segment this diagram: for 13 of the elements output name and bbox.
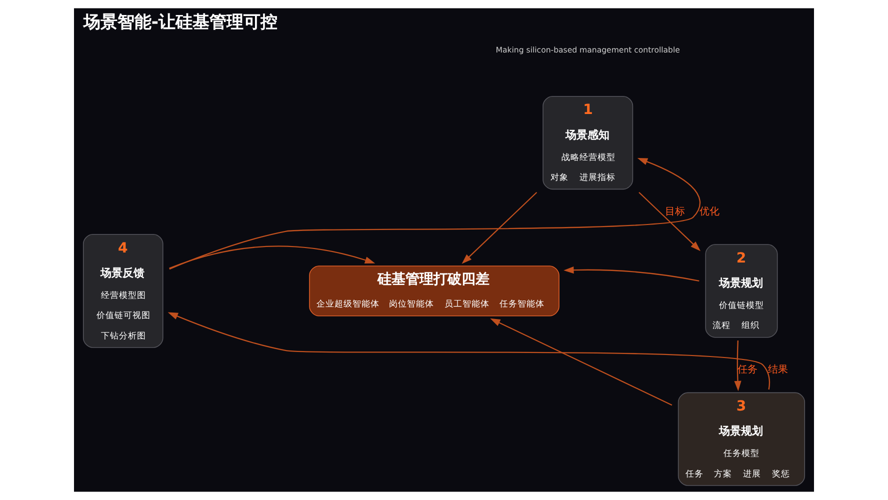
diagram-title: 场景智能-让硅基管理可控 xyxy=(83,12,278,32)
arrow xyxy=(564,266,700,282)
arrow xyxy=(490,318,672,406)
arrow xyxy=(169,246,376,269)
edge-label: 优化 xyxy=(700,206,720,218)
arrow xyxy=(169,158,700,270)
arrow xyxy=(168,312,770,390)
arrow xyxy=(462,192,538,264)
arrow xyxy=(638,192,701,252)
arrow xyxy=(734,340,742,392)
label: Making silicon-based management controllable xyxy=(496,45,680,54)
edge-label: 结果 xyxy=(768,364,788,376)
edge-label: 目标 xyxy=(665,206,686,218)
